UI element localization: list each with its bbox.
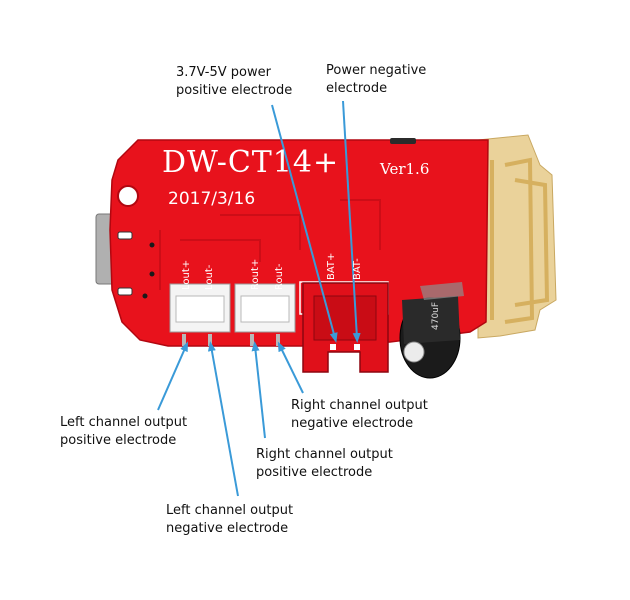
label-left-positive-line2: positive electrode [60, 433, 177, 448]
label-power-negative-line1: Power negative [326, 63, 427, 78]
label-right-positive: Right channel output positive electrode [256, 446, 393, 482]
right-output-connector [234, 283, 296, 346]
label-right-positive-line1: Right channel output [256, 447, 393, 462]
smd-component [117, 231, 133, 240]
arrow-right-positive [251, 341, 266, 439]
label-left-negative-line2: negative electrode [166, 521, 289, 536]
arrow-right-negative [277, 341, 304, 394]
arrow-left-negative [207, 341, 239, 497]
pin-label-bat-minus: BAT- [352, 258, 363, 280]
pin-label-bat-plus: BAT+ [326, 253, 337, 280]
arrow-power-negative [342, 100, 361, 343]
label-power-positive-line1: 3.7V-5V power [176, 65, 271, 80]
capacitor [399, 282, 464, 379]
label-right-negative: Right channel output negative electrode [291, 397, 428, 433]
label-power-negative-line2: electrode [326, 81, 388, 96]
label-right-negative-line1: Right channel output [291, 398, 428, 413]
capacitor-label: 470uF [431, 302, 441, 330]
smd-component [117, 287, 133, 296]
label-left-negative-line1: Left channel output [166, 503, 294, 518]
label-right-positive-line2: positive electrode [256, 465, 373, 480]
label-left-positive: Left channel output positive electrode [60, 414, 187, 450]
label-left-negative: Left channel output negative electrode [166, 502, 293, 538]
mounting-hole [117, 185, 139, 207]
left-output-connector [169, 283, 231, 346]
battery-connector [302, 282, 389, 373]
pin-label-lout-plus: Lout+ [181, 260, 192, 290]
pin-label-rout-minus: Rout- [274, 263, 285, 290]
pin-label-lout-minus: Lout- [204, 264, 215, 290]
label-power-positive: 3.7V-5V power positive electrode [176, 64, 292, 100]
label-power-positive-line2: positive electrode [176, 83, 293, 98]
chip [390, 138, 416, 144]
label-power-negative: Power negative electrode [326, 62, 426, 98]
label-right-negative-line2: negative electrode [291, 416, 414, 431]
date-text: 2017/3/16 [168, 189, 255, 209]
arrow-left-positive [157, 341, 189, 411]
label-left-positive-line1: Left channel output [60, 415, 188, 430]
antenna-board [477, 134, 557, 339]
arrow-power-positive [271, 104, 338, 343]
pointer-arrows [157, 100, 361, 497]
pin-label-rout-plus: Rout+ [250, 259, 261, 290]
version-text: Ver1.6 [379, 160, 429, 178]
model-text: DW-CT14+ [162, 145, 339, 180]
